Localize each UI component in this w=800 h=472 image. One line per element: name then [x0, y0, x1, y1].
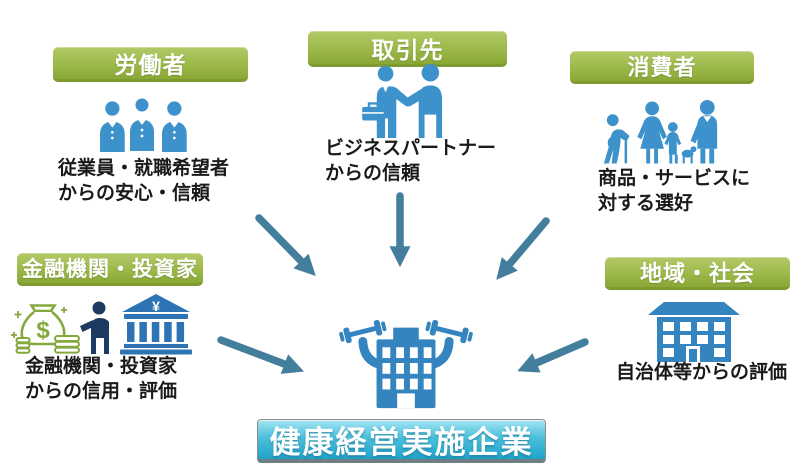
- dumbbell-icon: [425, 319, 473, 344]
- financial-investors-tag: 金融機関・投資家: [17, 253, 203, 286]
- workers-description: 従業員・就職希望者 からの安心・信頼: [58, 156, 229, 206]
- description-line: からの信頼: [325, 163, 421, 184]
- workers-icon: [100, 96, 187, 152]
- arrow-community-to-center: [517, 338, 589, 373]
- company-strength-icon: [339, 319, 473, 409]
- bank-icon: ¥: [120, 294, 192, 355]
- svg-text:$: $: [36, 317, 50, 344]
- description-line: ビジネスパートナー: [325, 138, 497, 159]
- business-partners-description: ビジネスパートナー からの信頼: [325, 136, 496, 186]
- description-line: 従業員・就職希望者: [58, 158, 230, 179]
- description-line: 自治体等からの評価: [616, 362, 788, 383]
- description-line: 金融機関・投資家: [25, 356, 178, 377]
- arrow-consumers-to-center: [496, 217, 550, 280]
- family-icon: [603, 99, 718, 164]
- description-line: 対する選好: [598, 193, 694, 214]
- workers-tag: 労働者: [53, 47, 248, 82]
- center-banner: 健康経営実施企業: [257, 419, 546, 463]
- money-bag-icon: $: [11, 304, 80, 354]
- consumers-description: 商品・サービスに 対する選好: [598, 166, 750, 216]
- investor-icon: [80, 301, 109, 354]
- description-line: 商品・サービスに: [598, 168, 751, 189]
- svg-text:¥: ¥: [152, 298, 160, 314]
- financial-investors-description: 金融機関・投資家 からの信用・評価: [25, 354, 177, 404]
- description-line: からの信用・評価: [25, 381, 178, 402]
- description-line: からの安心・信頼: [58, 183, 211, 204]
- town-building-icon: [648, 302, 740, 362]
- money-bank-icon: $ ¥: [11, 294, 192, 355]
- consumers-tag: 消費者: [570, 51, 754, 84]
- community-description: 自治体等からの評価: [616, 360, 787, 385]
- business-partners-tag: 取引先: [308, 31, 507, 67]
- community-tag: 地域・社会: [605, 257, 790, 290]
- handshake-icon: [362, 63, 443, 138]
- arrow-workers-to-center: [255, 214, 316, 277]
- dumbbell-icon: [339, 319, 387, 344]
- arrow-finance-to-center: [217, 336, 305, 374]
